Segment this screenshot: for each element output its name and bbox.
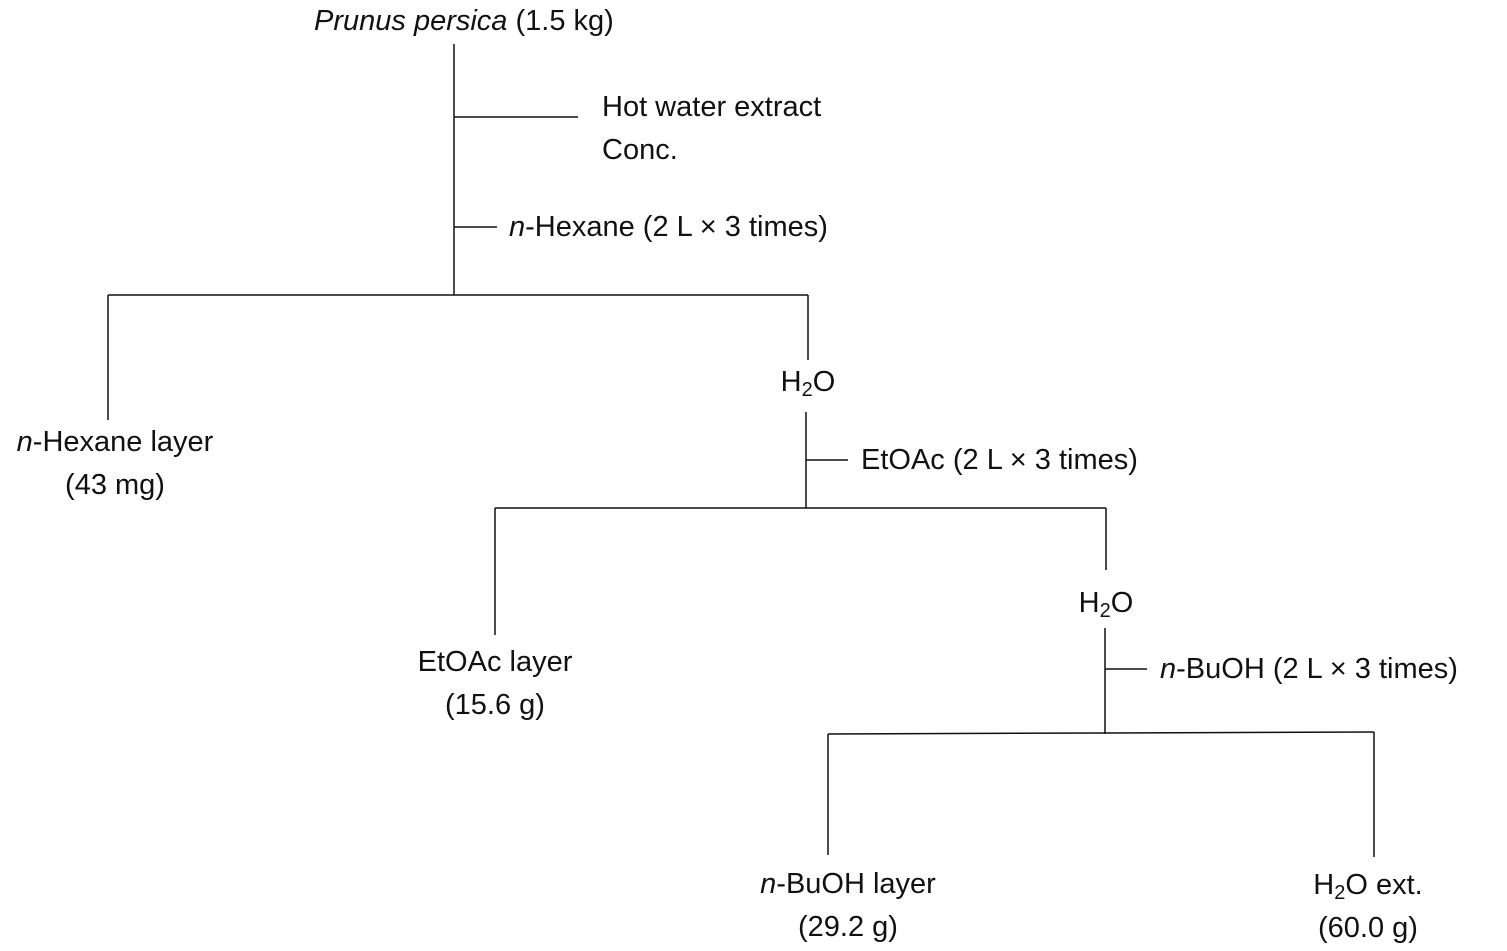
water-2-sub: 2 (1099, 600, 1111, 622)
hexane-step-text: -Hexane (2 L × 3 times) (525, 211, 828, 243)
hexane-layer-amount: (43 mg) (65, 469, 165, 501)
water-ext-sub: 2 (1334, 882, 1346, 904)
start-material-label: Prunus persica (1.5 kg) (314, 0, 614, 43)
hexane-layer-name: -Hexane layer (32, 426, 214, 458)
water-ext-name: O ext. (1345, 869, 1423, 901)
water-node-2: H2O (1056, 582, 1156, 625)
hot-water-line-1: Hot water extract (602, 91, 822, 123)
buoh-step-label: n-BuOH (2 L × 3 times) (1160, 648, 1458, 691)
etoac-layer-node: EtOAc layer (15.6 g) (395, 641, 595, 727)
water-ext-node: H2O ext. (60.0 g) (1288, 864, 1448, 950)
water-1-h: H (780, 366, 802, 398)
water-ext-h: H (1313, 869, 1335, 901)
etoac-step-label: EtOAc (2 L × 3 times) (861, 439, 1138, 482)
start-material-amount: (1.5 kg) (515, 5, 614, 37)
water-1-sub: 2 (801, 379, 813, 401)
water-ext-amount: (60.0 g) (1318, 912, 1418, 944)
buoh-layer-amount: (29.2 g) (798, 911, 898, 943)
buoh-layer-prefix: n (760, 868, 777, 900)
connector-split-3 (827, 731, 1375, 735)
hot-water-line-2: Conc. (602, 134, 678, 166)
start-material-name: Prunus persica (314, 5, 508, 37)
water-2-h: H (1078, 587, 1100, 619)
etoac-layer-name: EtOAc layer (417, 646, 573, 678)
water-1-o: O (812, 366, 836, 398)
buoh-step-prefix: n (1160, 653, 1177, 685)
water-2-o: O (1110, 587, 1134, 619)
hexane-step-prefix: n (509, 211, 526, 243)
hot-water-step-label: Hot water extract Conc. (602, 86, 821, 172)
hexane-step-label: n-Hexane (2 L × 3 times) (509, 206, 828, 249)
hexane-layer-node: n-Hexane layer (43 mg) (0, 421, 230, 507)
buoh-layer-node: n-BuOH layer (29.2 g) (738, 863, 958, 949)
hexane-layer-prefix: n (16, 426, 33, 458)
buoh-layer-name: -BuOH layer (776, 868, 936, 900)
etoac-step-text: EtOAc (2 L × 3 times) (861, 444, 1138, 476)
buoh-step-text: -BuOH (2 L × 3 times) (1176, 653, 1458, 685)
water-node-1: H2O (758, 361, 858, 404)
etoac-layer-amount: (15.6 g) (445, 689, 545, 721)
